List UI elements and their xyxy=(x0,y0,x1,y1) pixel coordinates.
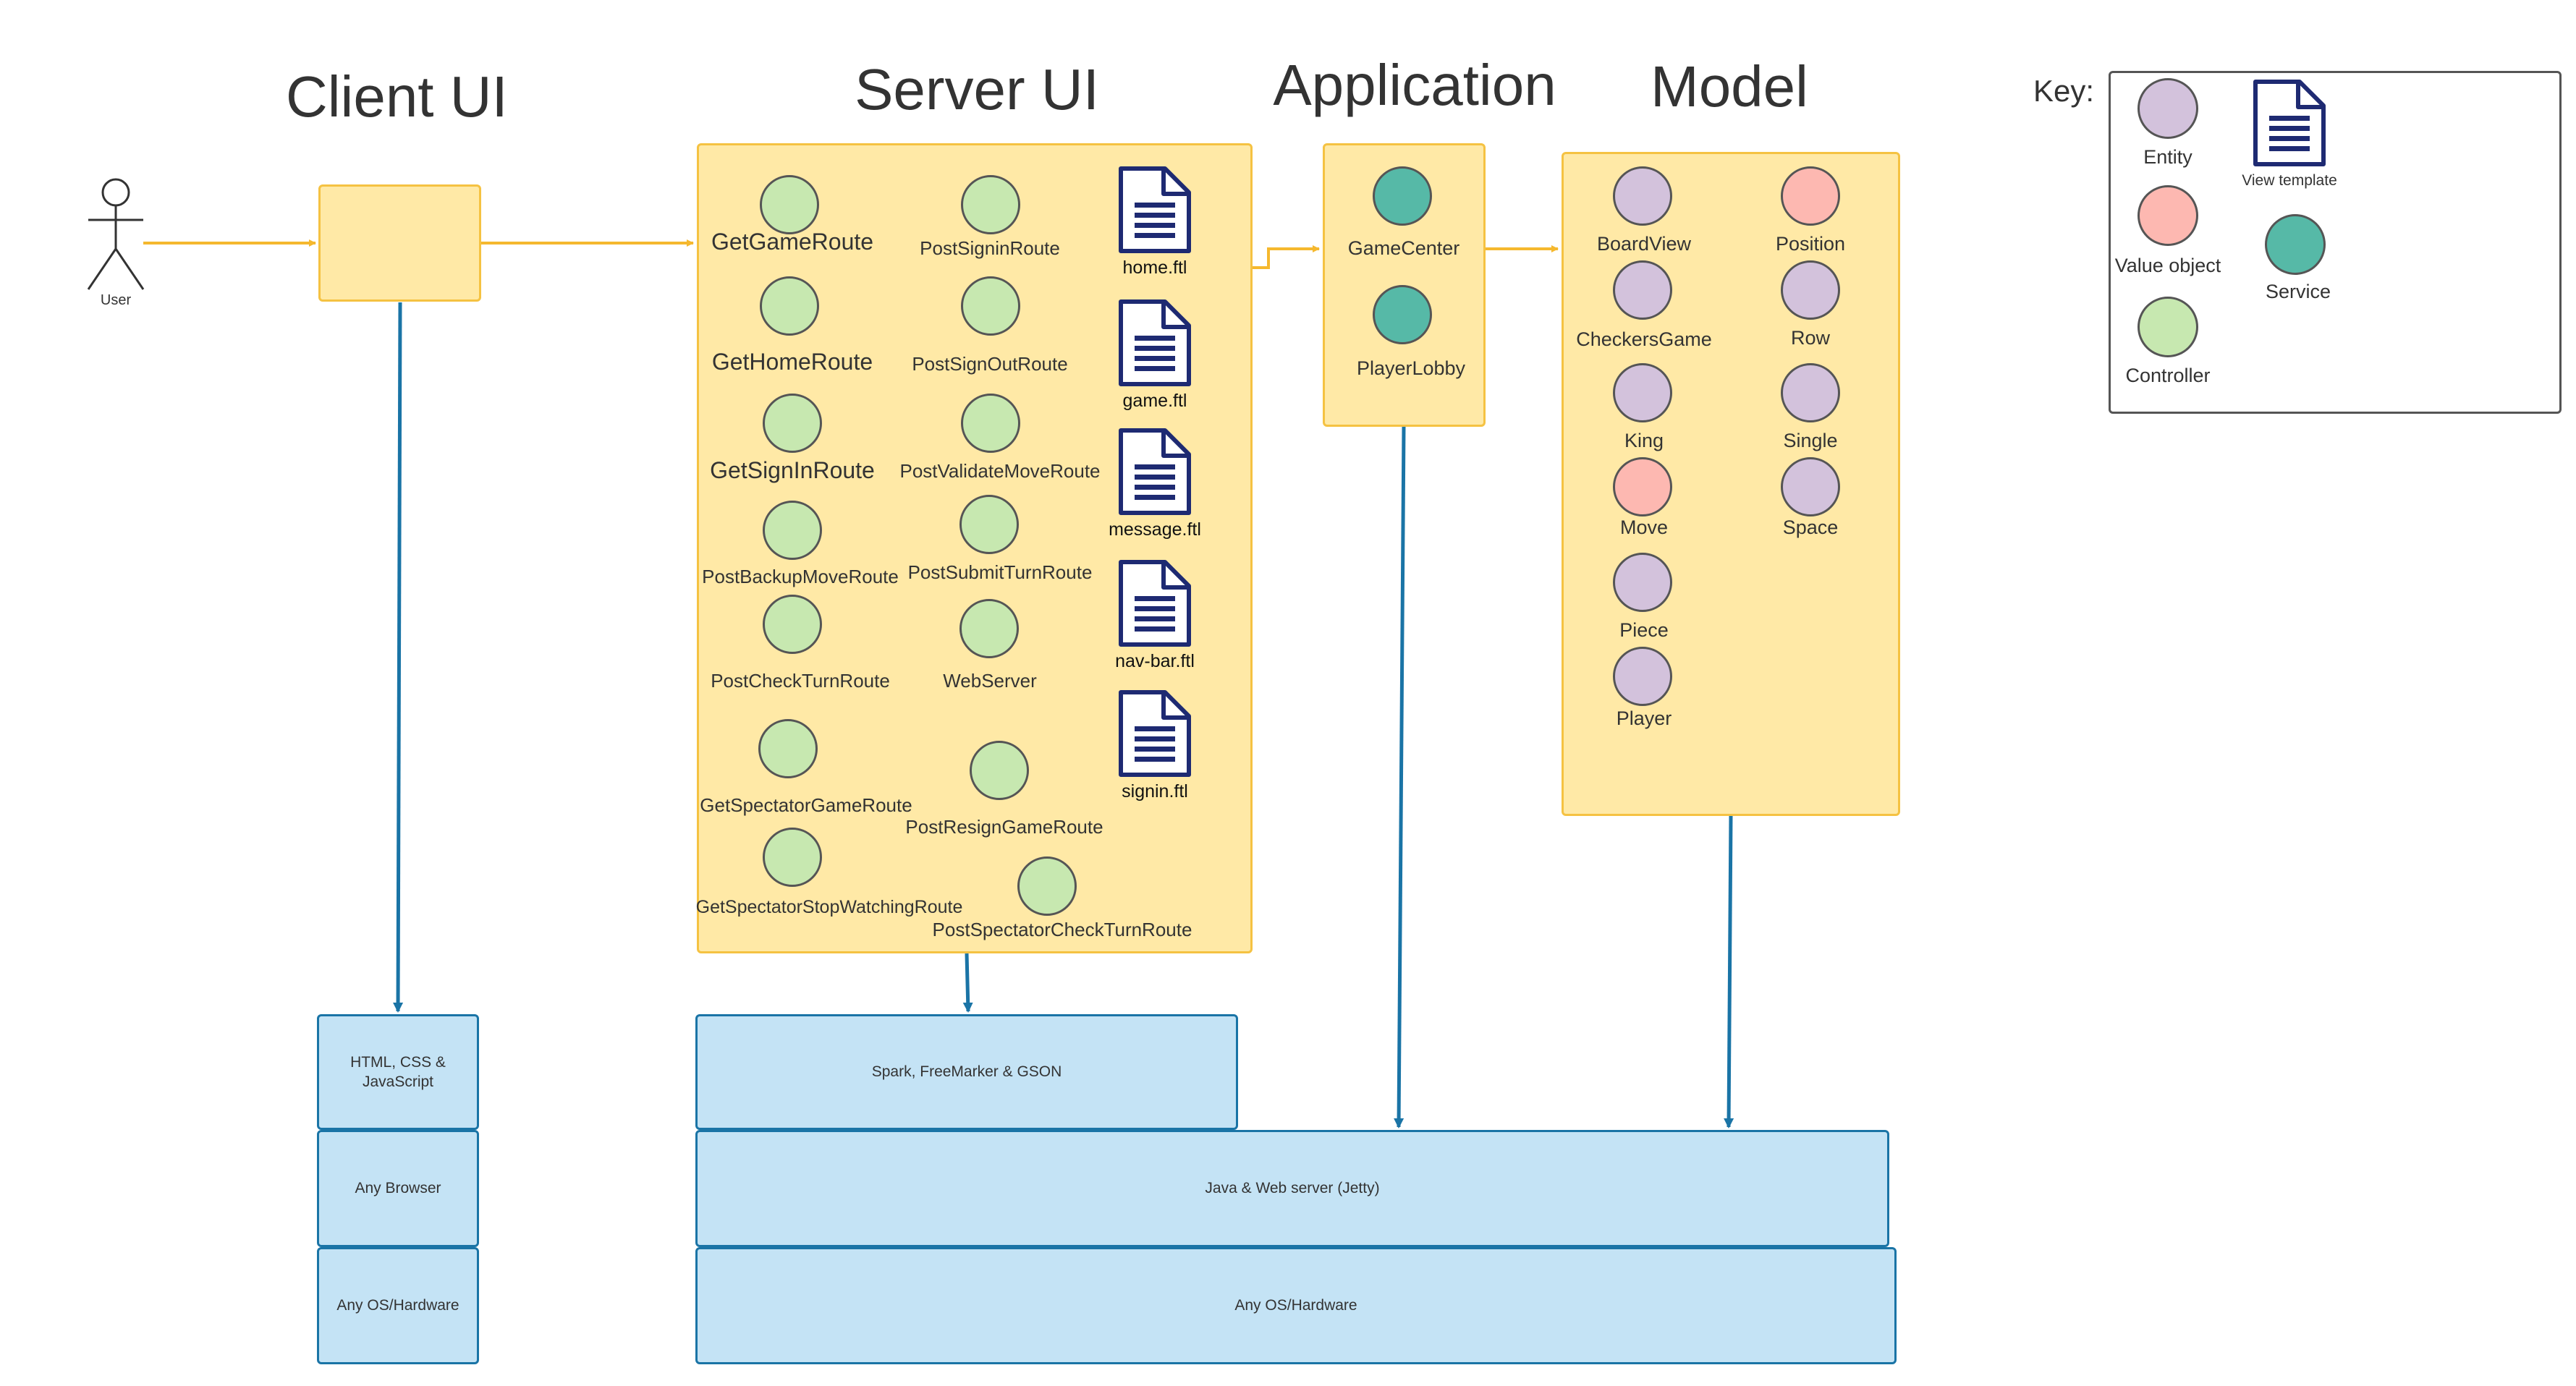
stack-java-web-server-jetty: Java & Web server (Jetty) xyxy=(695,1130,1889,1247)
key-heading: Key: xyxy=(2033,74,2095,108)
signin-template-label: signin.ftl xyxy=(1122,781,1188,802)
entity-king-label: King xyxy=(1624,430,1664,451)
controller-post-signin-route-label: PostSigninRoute xyxy=(920,237,1060,259)
value-object-move-label: Move xyxy=(1619,516,1669,538)
message-template-document-icon xyxy=(1119,428,1191,515)
nav-bar-template-document-icon xyxy=(1119,560,1191,647)
controller-get-spectator-game-route-label: GetSpectatorGameRoute xyxy=(700,794,912,816)
service-player-lobby-icon xyxy=(1373,285,1432,344)
key-controller-label: Controller xyxy=(2125,365,2211,386)
message-template-label: message.ftl xyxy=(1109,519,1201,540)
controller-post-backup-move-route-icon xyxy=(763,501,822,560)
controller-post-backup-move-route-label: PostBackupMoveRoute xyxy=(702,566,899,587)
user-actor-icon xyxy=(87,178,145,290)
section-title-server-ui: Server UI xyxy=(855,57,1099,122)
controller-get-spectator-stop-watching-route-label: GetSpectatorStopWatchingRoute xyxy=(695,897,963,917)
home-template-label: home.ftl xyxy=(1122,258,1187,278)
controller-post-resign-game-route-label: PostResignGameRoute xyxy=(905,816,1103,838)
arrow-server-to-application xyxy=(1253,245,1320,269)
entity-single-label: Single xyxy=(1783,430,1838,451)
entity-board-view-icon xyxy=(1613,166,1672,226)
entity-player-icon xyxy=(1613,647,1672,706)
nav-bar-template-label: nav-bar.ftl xyxy=(1115,651,1195,671)
controller-web-server-icon xyxy=(959,599,1019,658)
stack-client-any-os-hardware: Any OS/Hardware xyxy=(317,1247,479,1364)
key-value-object-label: Value object xyxy=(2114,255,2221,276)
controller-post-signout-route-icon xyxy=(961,276,1020,336)
service-player-lobby-label: PlayerLobby xyxy=(1356,357,1466,379)
controller-get-spectator-game-route-icon xyxy=(758,719,818,778)
home-template-document-icon xyxy=(1119,166,1191,253)
stack-any-browser: Any Browser xyxy=(317,1130,479,1247)
controller-get-spectator-stop-watching-route-icon xyxy=(763,828,822,887)
arrow-model-to-java xyxy=(1724,815,1734,1128)
client-ui-pane xyxy=(318,184,481,302)
entity-row-icon xyxy=(1781,260,1840,320)
section-title-application: Application xyxy=(1273,53,1556,117)
user-label: User xyxy=(100,292,132,308)
controller-web-server-label: WebServer xyxy=(943,670,1037,692)
key-entity-icon xyxy=(2138,78,2198,139)
entity-row-label: Row xyxy=(1790,327,1831,349)
controller-get-home-route-label: GetHomeRoute xyxy=(711,349,873,375)
stack-html-css-javascript: HTML, CSS & JavaScript xyxy=(317,1014,479,1130)
controller-post-signout-route-label: PostSignOutRoute xyxy=(912,353,1068,375)
key-service-label: Service xyxy=(2265,281,2331,302)
controller-get-home-route-icon xyxy=(760,276,819,336)
value-object-position-icon xyxy=(1781,166,1840,226)
controller-post-validate-move-route-label: PostValidateMoveRoute xyxy=(899,460,1101,482)
key-value-object-icon xyxy=(2138,185,2198,246)
arrow-client-to-html xyxy=(393,302,404,1013)
service-game-center-label: GameCenter xyxy=(1347,237,1460,259)
service-game-center-icon xyxy=(1373,166,1432,226)
controller-get-signin-route-label: GetSignInRoute xyxy=(710,457,875,483)
key-service-icon xyxy=(2265,214,2326,275)
key-entity-label: Entity xyxy=(2143,146,2192,168)
entity-single-icon xyxy=(1781,363,1840,422)
controller-post-submit-turn-route-icon xyxy=(959,495,1019,554)
arrow-server-to-spark xyxy=(962,953,973,1013)
arrow-application-to-java xyxy=(1394,426,1406,1128)
entity-player-label: Player xyxy=(1616,707,1672,729)
signin-template-document-icon xyxy=(1119,690,1191,777)
controller-post-resign-game-route-icon xyxy=(970,741,1029,800)
section-title-client-ui: Client UI xyxy=(286,64,508,129)
key-view-template-document-icon xyxy=(2253,80,2326,166)
entity-piece-label: Piece xyxy=(1619,619,1669,641)
entity-king-icon xyxy=(1613,363,1672,422)
key-controller-icon xyxy=(2138,297,2198,357)
section-title-model: Model xyxy=(1651,54,1808,119)
controller-post-check-turn-route-label: PostCheckTurnRoute xyxy=(711,670,890,692)
entity-space-icon xyxy=(1781,457,1840,516)
entity-board-view-label: BoardView xyxy=(1596,233,1692,255)
game-template-document-icon xyxy=(1119,299,1191,386)
value-object-move-icon xyxy=(1613,457,1672,516)
entity-piece-icon xyxy=(1613,553,1672,612)
controller-post-signin-route-icon xyxy=(961,175,1020,234)
entity-checkers-game-label: CheckersGame xyxy=(1576,328,1712,350)
controller-get-signin-route-icon xyxy=(763,394,822,453)
controller-post-submit-turn-route-label: PostSubmitTurnRoute xyxy=(907,561,1093,583)
controller-post-spectator-check-turn-route-icon xyxy=(1017,856,1077,916)
stack-spark-freemarker-gson: Spark, FreeMarker & GSON xyxy=(695,1014,1238,1130)
value-object-position-label: Position xyxy=(1775,233,1846,255)
controller-post-check-turn-route-icon xyxy=(763,595,822,654)
key-view-template-label: View template xyxy=(2242,172,2337,189)
entity-space-label: Space xyxy=(1782,516,1839,538)
entity-checkers-game-icon xyxy=(1613,260,1672,320)
controller-post-validate-move-route-icon xyxy=(961,394,1020,453)
game-template-label: game.ftl xyxy=(1122,391,1187,411)
controller-get-game-route-label: GetGameRoute xyxy=(711,229,874,255)
stack-server-any-os-hardware: Any OS/Hardware xyxy=(695,1247,1897,1364)
model-pane xyxy=(1562,152,1900,816)
controller-get-game-route-icon xyxy=(760,175,819,234)
controller-post-spectator-check-turn-route-label: PostSpectatorCheckTurnRoute xyxy=(932,919,1192,940)
